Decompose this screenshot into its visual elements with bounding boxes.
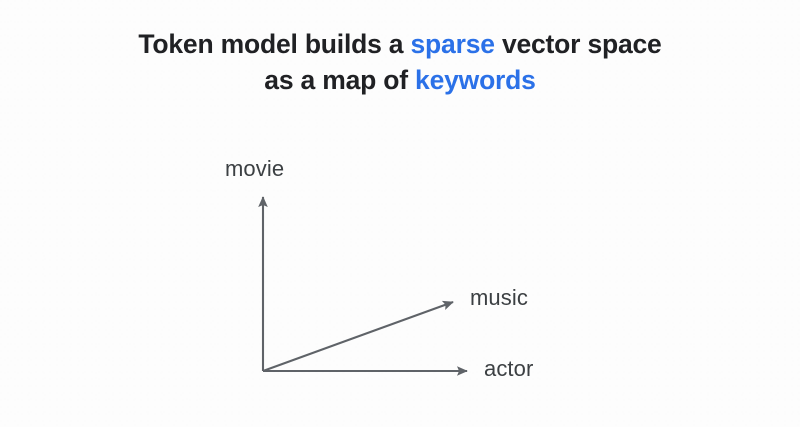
axis-label-actor: actor (484, 356, 534, 381)
title-line-2-prefix: as a map of (264, 65, 416, 95)
title-line-1-suffix: vector space (494, 29, 662, 59)
axis-label-movie: movie (225, 156, 285, 181)
title-line-2: as a map of keywords (0, 62, 800, 98)
title-highlight-keywords: keywords (415, 65, 536, 95)
page-title: Token model builds a sparse vector space… (0, 26, 800, 98)
title-highlight-sparse: sparse (410, 29, 495, 59)
title-line-1-prefix: Token model builds a (138, 29, 411, 59)
title-line-1: Token model builds a sparse vector space (0, 26, 800, 62)
diagonal-axis-line (262, 300, 454, 372)
axis-label-music: music (470, 285, 528, 310)
